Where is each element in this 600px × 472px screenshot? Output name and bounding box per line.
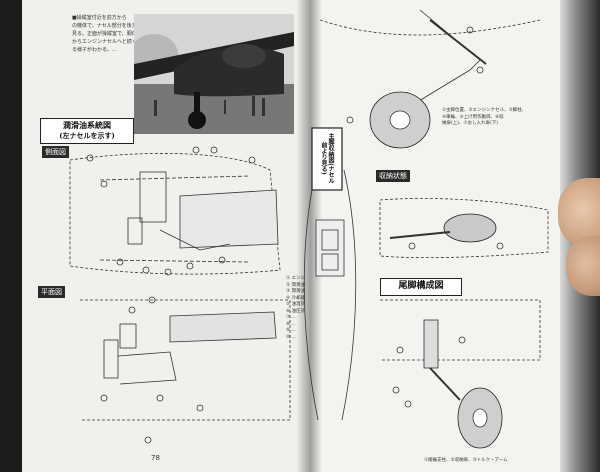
legend-line: ④車輪、⑤上げ用作動筒、⑥収: [442, 114, 504, 120]
legend-line: ⑦ ...: [286, 315, 296, 320]
aircraft-photo-drawing: [134, 14, 294, 134]
caption-line: ■操縦室付近を前方から: [72, 15, 127, 21]
side-view-label: 側面図: [42, 146, 69, 158]
left-legend: ① エンジン ② 潤滑油タンク ③ 潤滑油 ④ 冷却器 ⑤ 油温計 ⑥ 油圧計 …: [286, 276, 318, 341]
legend-line: ⑩ ...: [286, 334, 296, 340]
page-number: 78: [151, 454, 160, 462]
legend-line: ⑥ 油圧計: [286, 308, 305, 314]
legend-line: ④ 冷却器: [286, 295, 305, 301]
retracted-state-label: 収納状態: [376, 170, 410, 182]
legend-line: ①尾輪支柱、②収納扉、③トルク・アーム: [424, 458, 508, 463]
legend-line: ① エンジン: [286, 276, 309, 281]
plan-view-diagram: [80, 296, 291, 444]
diagram-subtitle: (左ナセルを示す): [59, 131, 115, 140]
caption-line: る様子がわかる。...: [72, 47, 117, 53]
tail-gear-diagram: [380, 299, 541, 449]
legend-line: ①主脚位置、②エンジンナセル、③脚柱、: [442, 108, 527, 113]
vertical-title: 主脚収納図(ナセル前より見る): [314, 130, 340, 188]
legend-line: ② 潤滑油タンク: [286, 282, 318, 288]
legend-line: ⑧ ...: [286, 321, 296, 327]
photo-caption: ■操縦室付近を前方から の機体で、ナセル部分を後方より 見る。正面が操縦室で、胴…: [72, 14, 152, 54]
vertical-title-frame: [311, 127, 343, 191]
caption-line: の機体で、ナセル部分を後方より: [72, 23, 147, 29]
caption-line: 見る。正面が操縦室で、胴体: [72, 31, 137, 37]
legend-line: ③ 潤滑油: [286, 289, 305, 294]
caption-line: からエンジンナセルへと続く: [72, 39, 137, 45]
retracted-gear-diagram: [379, 198, 549, 259]
main-gear-diagram: [319, 9, 541, 149]
legend-line: ⑤ 油温計: [286, 302, 305, 307]
side-view-diagram: [69, 146, 281, 276]
diagram-title: 潤滑油系統図: [63, 120, 111, 130]
nacelle-section-diagram: [303, 169, 357, 421]
finger: [566, 236, 600, 296]
legend-line: ⑨ ...: [286, 328, 296, 333]
aircraft-photograph: [134, 14, 294, 134]
main-gear-legend: ①主脚位置、②エンジンナセル、③脚柱、 ④車輪、⑤上げ用作動筒、⑥収 納扉(上)…: [442, 108, 526, 128]
tail-gear-title: 尾脚構成図: [380, 278, 462, 296]
lubrication-system-title: 潤滑油系統図 (左ナセルを示す): [40, 118, 134, 144]
right-page: [306, 0, 566, 472]
legend-line: 納扉(上)、⑦おし入れ扉(下): [442, 121, 499, 126]
tail-gear-title-text: 尾脚構成図: [398, 281, 444, 291]
vertical-title-text: 主脚収納図(ナセル前より見る): [320, 132, 334, 184]
tail-gear-legend: ①尾輪支柱、②収納扉、③トルク・アーム: [424, 458, 508, 465]
plan-view-label: 平面図: [38, 286, 65, 298]
